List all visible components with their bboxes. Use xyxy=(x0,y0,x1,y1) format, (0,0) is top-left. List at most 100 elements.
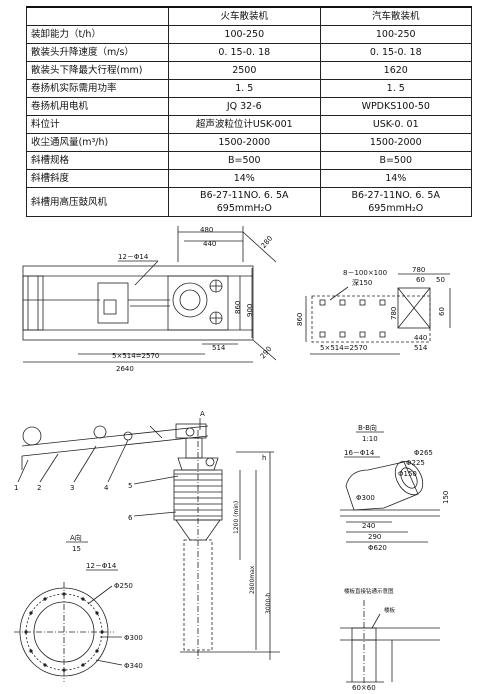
dim-240: 240 xyxy=(362,522,375,530)
row-label: 斜槽用高压鼓风机 xyxy=(25,187,170,217)
pit-depth: 深150 xyxy=(352,278,372,287)
truck-value: 100-250 xyxy=(319,25,472,44)
truck-value: WPDKS100-50 xyxy=(319,97,472,116)
elevation-view: A h 1200 (min) xyxy=(14,410,280,660)
row-label: 斜槽斜度 xyxy=(25,169,170,188)
dim-phi250: Φ250 xyxy=(114,582,133,590)
train-value: 1. 5 xyxy=(168,79,321,98)
dim-phi300: Φ300 xyxy=(124,634,143,642)
pit-spec: 8－100×100 xyxy=(343,269,387,277)
detail-dim: 60×60 xyxy=(352,684,376,692)
dim-290: 290 xyxy=(368,533,381,541)
truck-value: 0. 15-0. 18 xyxy=(319,43,472,62)
header-truck: 汽车散装机 xyxy=(319,6,472,26)
row-label: 料位计 xyxy=(25,115,170,134)
view-a-scale: 15 xyxy=(72,545,81,553)
train-value: B=500 xyxy=(168,151,321,170)
train-value: 超声波粒位计USK-001 xyxy=(168,115,321,134)
section-title: B-B向 xyxy=(358,423,377,432)
header-train: 火车散装机 xyxy=(168,6,321,26)
truck-value: 14% xyxy=(319,169,472,188)
detail-slab-label: 楼板 xyxy=(384,606,396,614)
view-a-title: A向 xyxy=(70,533,82,542)
dim-780-vert: 780 xyxy=(390,307,398,320)
train-value: 0. 15-0. 18 xyxy=(168,43,321,62)
truck-value: B6-27-11NO. 6. 5A 695mmH₂O xyxy=(319,187,472,217)
flange-holes: 12－Φ14 xyxy=(86,562,117,570)
hole-spec: 12－Φ14 xyxy=(118,253,149,261)
dim-480: 480 xyxy=(200,226,213,234)
train-value: 14% xyxy=(168,169,321,188)
dim-860-base: 860 xyxy=(296,313,304,326)
row-label: 卷扬机实际需用功率 xyxy=(25,79,170,98)
dim-440: 440 xyxy=(203,240,216,248)
detail-title: 楼板直接钻通示意图 xyxy=(344,587,394,595)
truck-value: 1620 xyxy=(319,61,472,80)
technical-drawings: 480 440 280 12－Φ14 860 900 290 xyxy=(14,226,451,692)
part-6: 6 xyxy=(128,514,133,522)
table-header-row: 火车散装机 汽车散装机 xyxy=(25,6,472,26)
part-4: 4 xyxy=(104,484,109,492)
view-a-flange: A向 15 12－Φ14 Φ250 Φ300 Φ340 xyxy=(14,533,143,682)
dim-phi300-sec: Φ300 xyxy=(356,494,375,502)
part-2: 2 xyxy=(37,484,41,492)
row-label: 斜槽规格 xyxy=(25,151,170,170)
dim-1200: 1200 (min) xyxy=(233,501,240,534)
train-value: 100-250 xyxy=(168,25,321,44)
dim-60-vert: 60 xyxy=(438,307,446,316)
section-holes: 16－Φ14 xyxy=(344,449,375,457)
dim-phi265: Φ265 xyxy=(414,449,433,457)
part-5: 5 xyxy=(128,482,132,490)
dim-514: 514 xyxy=(212,344,226,352)
dim-900: 900 xyxy=(246,304,254,317)
truck-value: 1500-2000 xyxy=(319,133,472,152)
dim-3000: 3000-h xyxy=(265,593,272,614)
dim-span: 5×514=2570 xyxy=(112,352,159,360)
top-plan-view: 480 440 280 12－Φ14 860 900 290 xyxy=(22,226,277,373)
section-scale: 1:10 xyxy=(362,435,378,443)
dim-phi150: Φ150 xyxy=(398,470,417,478)
dim-150-vert: 150 xyxy=(442,491,450,504)
part-1: 1 xyxy=(14,484,18,492)
view-a-marker: A xyxy=(200,410,205,418)
header-blank xyxy=(25,6,170,26)
row-label: 散装头升降速度（m/s） xyxy=(25,43,170,62)
section-bb-view: B-B向 1:10 16－Φ14 Φ265 Φ225 Φ150 Φ300 150… xyxy=(340,423,450,552)
truck-value: 1. 5 xyxy=(319,79,472,98)
truck-value: B=500 xyxy=(319,151,472,170)
dim-2800: 2800max xyxy=(249,565,256,594)
train-value: JQ 32-6 xyxy=(168,97,321,116)
train-value: 1500-2000 xyxy=(168,133,321,152)
dim-780: 780 xyxy=(412,266,425,274)
dim-phi225: Φ225 xyxy=(406,459,425,467)
row-label: 卷扬机用电机 xyxy=(25,97,170,116)
part-3: 3 xyxy=(70,484,74,492)
dim-h: h xyxy=(262,454,266,462)
dim-60: 60 xyxy=(416,276,425,284)
dim-phi340: Φ340 xyxy=(124,662,143,670)
dim-span-base: 5×514=2570 xyxy=(320,344,367,352)
row-label: 装卸能力（t/h） xyxy=(25,25,170,44)
slab-detail-view: 楼板直接钻通示意图 楼板 60×60 xyxy=(340,587,440,692)
dim-2640: 2640 xyxy=(116,365,134,373)
train-value: B6-27-11NO. 6. 5A 695mmH₂O xyxy=(168,187,321,217)
row-label: 散装头下降最大行程(mm) xyxy=(25,61,170,80)
dim-280: 280 xyxy=(260,234,275,249)
train-value: 2500 xyxy=(168,61,321,80)
dim-50: 50 xyxy=(436,276,445,284)
dim-phi620: Φ620 xyxy=(368,544,387,552)
dim-440-base: 440 xyxy=(414,334,427,342)
row-label: 收尘通风量(m³/h) xyxy=(25,133,170,152)
base-plan-view: 8－100×100 深150 780 60 50 860 780 60 440 … xyxy=(296,266,451,355)
